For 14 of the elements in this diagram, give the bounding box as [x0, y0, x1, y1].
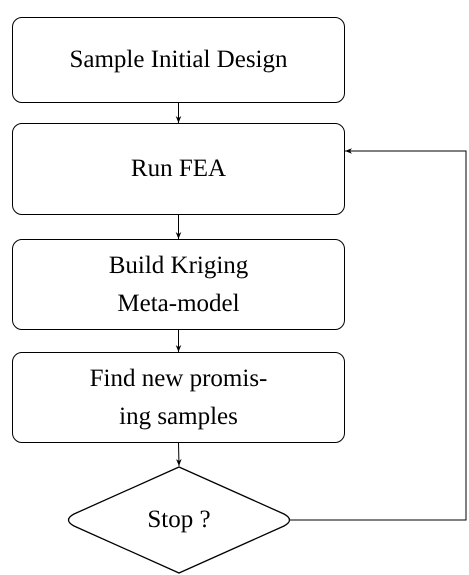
- process-box: [12, 123, 345, 215]
- arrow: [176, 330, 182, 352]
- node-label: Build Kriging Meta-model: [108, 250, 250, 318]
- arrow: [176, 102, 182, 124]
- process-box: [12, 17, 345, 103]
- node-label: Find new promis- ing samples: [88, 364, 268, 432]
- node-label: Sample Initial Design: [68, 45, 289, 75]
- process-box: [12, 352, 345, 443]
- arrow: [176, 442, 182, 466]
- arrow: [176, 214, 182, 240]
- process-box: [12, 239, 345, 330]
- node-label: Stop ?: [146, 505, 212, 535]
- arrow: [290, 148, 466, 520]
- node-label: Run FEA: [130, 154, 228, 184]
